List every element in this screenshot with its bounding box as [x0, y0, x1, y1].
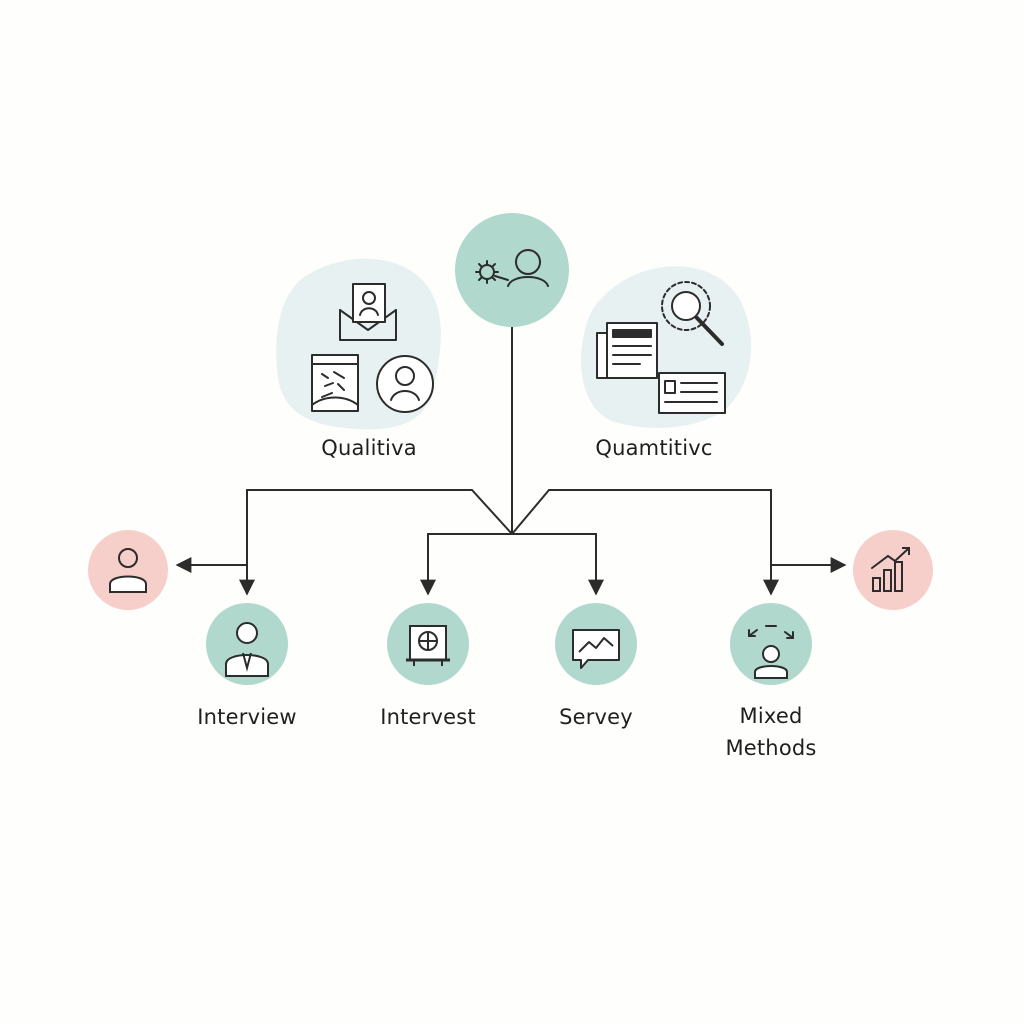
person-arrows-icon [748, 625, 794, 679]
gear-magnifier-icon [661, 281, 724, 346]
root-node [455, 213, 569, 327]
person-portrait-icon [376, 355, 434, 413]
method-node-interview [206, 603, 288, 685]
side-node-left [88, 530, 168, 610]
person-gear-icon [475, 249, 549, 287]
method-label-intervest: Intervest [380, 705, 476, 729]
quantitative-label: Quamtitivc [595, 436, 713, 460]
user-icon [109, 548, 147, 593]
quantitative-icons [596, 281, 726, 414]
newspaper-icon [596, 322, 658, 379]
monitor-globe-icon [406, 625, 450, 666]
connectors [175, 318, 847, 596]
method-node-mixed-methods [730, 603, 812, 685]
qualitative-label: Qualitiva [321, 436, 417, 460]
method-node-intervest [387, 603, 469, 685]
side-node-right [853, 530, 933, 610]
method-label-interview: Interview [197, 705, 297, 729]
line-chart-screen-icon [572, 629, 620, 669]
businessman-icon [225, 622, 269, 677]
method-label-servey: Servey [559, 705, 633, 729]
method-label-mixed-methods: Mixed Methods [725, 704, 817, 760]
qualitative-icons [311, 283, 434, 413]
bar-growth-icon [871, 547, 910, 592]
method-node-servey [555, 603, 637, 685]
id-card-envelope-icon [339, 283, 397, 341]
sketch-document-icon [311, 354, 359, 412]
data-card-icon [658, 372, 726, 414]
